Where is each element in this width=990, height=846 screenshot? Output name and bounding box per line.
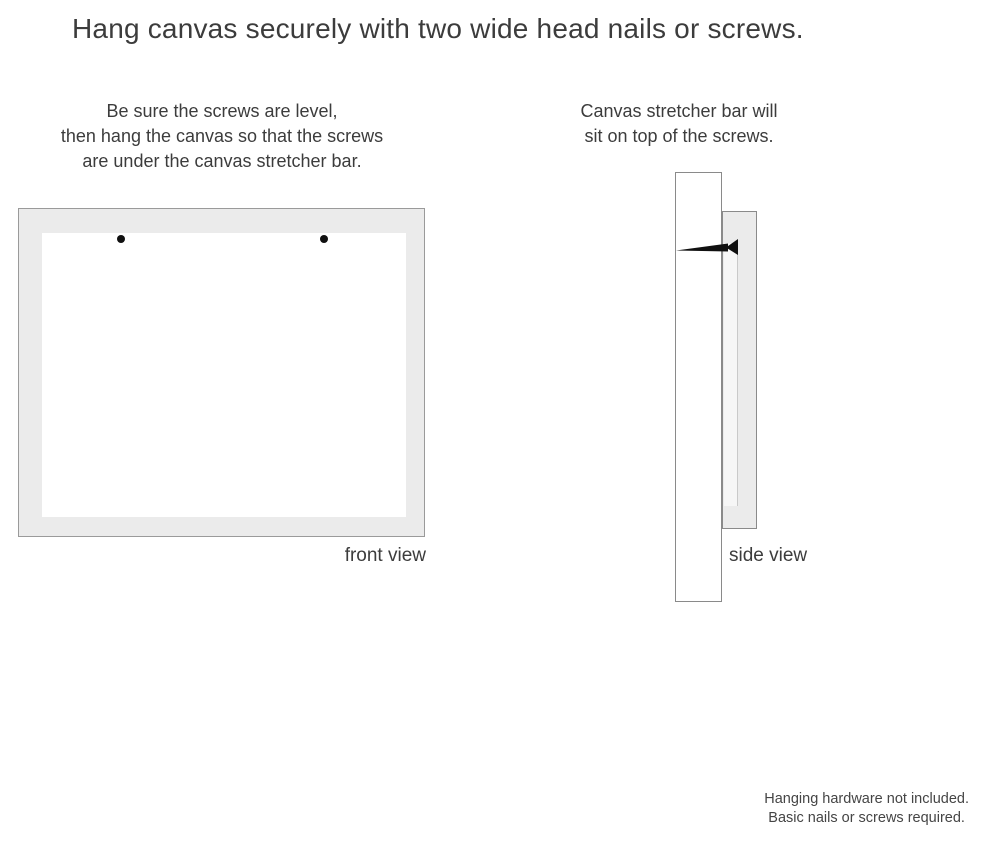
- side-view-label: side view: [729, 545, 808, 566]
- page-title: Hang canvas securely with two wide head …: [72, 13, 804, 44]
- front-view-canvas-frame: [18, 208, 425, 537]
- instruction-line: then hang the canvas so that the screws: [60, 126, 384, 146]
- front-view-label: front view: [344, 545, 426, 566]
- side-view-wall-profile: [675, 172, 722, 602]
- screw-head-left-icon: [117, 235, 125, 243]
- screw-head-right-icon: [320, 235, 328, 243]
- footer-line: Hanging hardware not included.: [764, 791, 969, 807]
- instruction-line: Canvas stretcher bar will: [580, 101, 778, 121]
- instruction-line: sit on top of the screws.: [584, 126, 774, 146]
- footer-note: Hanging hardware not included. Basic nai…: [764, 790, 969, 828]
- front-instructions: Be sure the screws are level, then hang …: [22, 99, 422, 174]
- side-view-canvas-profile: [722, 211, 757, 529]
- stretcher-bar-recess: [724, 243, 738, 506]
- instruction-line: are under the canvas stretcher bar.: [82, 151, 362, 171]
- side-instructions: Canvas stretcher bar will sit on top of …: [559, 99, 799, 149]
- footer-line: Basic nails or screws required.: [768, 810, 965, 826]
- nail-icon: [676, 239, 738, 255]
- instruction-line: Be sure the screws are level,: [106, 101, 338, 121]
- canvas-face: [42, 233, 406, 517]
